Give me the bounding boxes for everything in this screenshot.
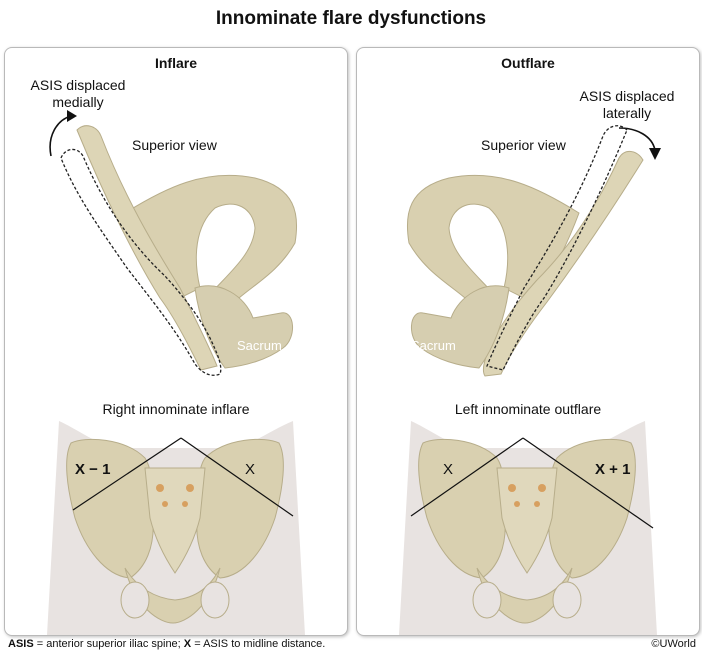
lateral-arrow-icon [618,127,661,160]
superior-view-label-right: Superior view [481,137,566,153]
anterior-view-pelvis-right [399,421,657,635]
footnote-def-x: = ASIS to midline distance. [191,638,326,650]
asis-lateral-note: ASIS displaced laterally [579,88,675,121]
copyright-credit: ©UWorld [651,638,696,650]
distance-x-left: X [245,461,256,478]
superior-view-label-left: Superior view [132,137,217,153]
asis-medial-note: ASIS displaced medially [30,77,126,110]
distance-x-plus-1: X + 1 [595,461,631,478]
footnote-def-asis: = anterior superior iliac spine; [33,638,184,650]
outflare-heading: Outflare [501,55,555,71]
superior-view-pelvis-right [406,125,644,377]
outflare-panel: Outflare ASIS displaced laterally Superi… [356,47,700,636]
distance-x-right: X [443,461,454,478]
sacrum-label-left: Sacrum [237,338,282,353]
medial-arrow-icon [49,110,77,157]
outflare-caption: Left innominate outflare [454,401,602,417]
footnote-term-x: X [183,638,192,650]
figure-title: Innominate flare dysfunctions [215,8,487,29]
footnote-term-asis: ASIS [8,638,34,650]
inflare-panel: Inflare ASIS displaced medially Superior… [4,47,348,636]
footnote: ASIS = anterior superior iliac spine; X … [8,638,325,650]
anterior-view-pelvis-left [47,421,305,635]
inflare-caption: Right innominate inflare [102,401,250,417]
distance-x-minus-1: X − 1 [75,461,111,478]
superior-view-pelvis-left [60,125,298,376]
inflare-heading: Inflare [154,55,197,71]
outflare-illustration: Sacrum [399,125,661,635]
inflare-illustration: Sacrum [47,110,305,635]
sacrum-label-right: Sacrum [411,338,456,353]
